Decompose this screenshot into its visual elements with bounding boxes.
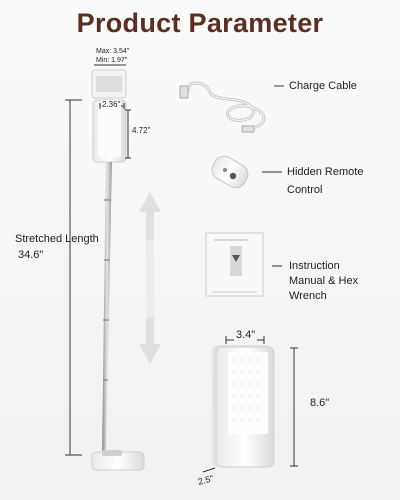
charge-cable-illustration (179, 81, 266, 133)
manual-label-line2: Manual & Hex (289, 275, 359, 287)
folded-height-label: 8.6" (310, 397, 330, 409)
page-title: Product Parameter (76, 8, 324, 38)
folded-width-label: 3.4" (234, 328, 258, 343)
holder-max-label: Max: 3.54" (96, 48, 130, 55)
charge-cable-label: Charge Cable (289, 80, 357, 92)
dimension-lines (65, 64, 298, 473)
remote-control-illustration (211, 155, 249, 189)
folded-unit-illustration (212, 345, 275, 468)
light-height-label: 4.72" (132, 126, 151, 135)
manual-label-line3: Wrench (289, 290, 327, 302)
remote-label-line2: Control (287, 184, 323, 196)
stretched-length-value: 34.6" (18, 249, 44, 261)
double-arrow-icon (139, 192, 161, 364)
remote-label-line1: Hidden Remote (287, 166, 364, 178)
light-width-label: 2.36" (101, 100, 122, 109)
instruction-manual-illustration (205, 232, 264, 297)
telescopic-pole (102, 162, 112, 452)
stretched-length-label: Stretched Length (15, 233, 99, 245)
holder-min-label: Min: 1.97" (96, 57, 128, 64)
manual-label-line1: Instruction (289, 260, 340, 272)
